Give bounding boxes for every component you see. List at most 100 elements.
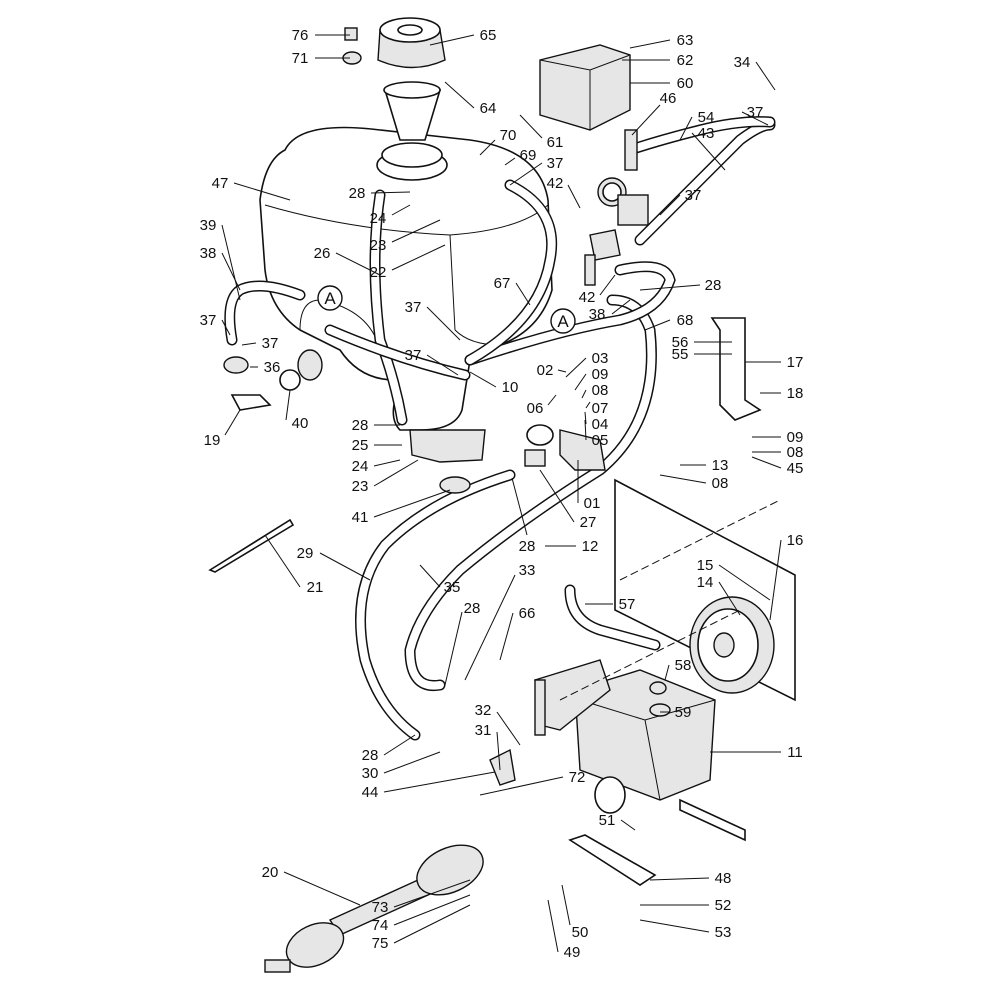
callout-label: 40 bbox=[292, 415, 309, 432]
callout-label: 36 bbox=[264, 359, 281, 376]
leader-line bbox=[373, 459, 401, 467]
callout-37: 37 bbox=[659, 187, 701, 216]
callout-28: 28 bbox=[352, 417, 400, 434]
callout-65: 65 bbox=[429, 27, 496, 46]
callout-58: 58 bbox=[664, 657, 691, 681]
callout-19: 19 bbox=[204, 409, 241, 449]
callout-label: 17 bbox=[787, 354, 804, 371]
callout-label: 37 bbox=[262, 335, 279, 352]
callout-label: 11 bbox=[787, 744, 803, 761]
leader-line bbox=[419, 564, 441, 588]
leader-line bbox=[444, 81, 475, 109]
callout-52: 52 bbox=[640, 897, 731, 914]
callout-label: 67 bbox=[494, 275, 511, 292]
callout-label: 44 bbox=[362, 784, 379, 801]
leader-line bbox=[567, 184, 581, 209]
callout-11: 11 bbox=[710, 744, 803, 761]
callout-24: 24 bbox=[370, 204, 411, 227]
leader-line bbox=[391, 219, 441, 243]
marker-circle bbox=[317, 285, 343, 311]
leader-line bbox=[224, 409, 241, 436]
callout-27: 27 bbox=[539, 469, 596, 531]
leader-line bbox=[221, 224, 241, 301]
callout-label: 37 bbox=[747, 104, 764, 121]
callout-label: 35 bbox=[444, 579, 461, 596]
leader-line bbox=[631, 104, 661, 136]
connection-markers: AA bbox=[317, 285, 576, 334]
callout-label: 53 bbox=[715, 924, 732, 941]
callout-08: 08 bbox=[659, 474, 728, 492]
callout-74: 74 bbox=[372, 894, 471, 934]
marker-label: A bbox=[324, 289, 336, 308]
leader-line bbox=[285, 389, 291, 421]
leader-line bbox=[391, 244, 446, 271]
leader-line bbox=[574, 373, 587, 391]
callout-label: 20 bbox=[262, 864, 279, 881]
leader-line bbox=[659, 474, 707, 484]
leader-line bbox=[751, 456, 782, 469]
leader-line bbox=[469, 371, 497, 388]
callout-17: 17 bbox=[745, 354, 803, 371]
callout-18: 18 bbox=[760, 385, 803, 402]
callout-label: 08 bbox=[592, 382, 609, 399]
electric-valve bbox=[524, 424, 606, 471]
leader-line bbox=[426, 306, 461, 341]
callout-20: 20 bbox=[262, 864, 361, 906]
leader-line bbox=[741, 111, 769, 126]
leader-line bbox=[429, 34, 475, 46]
callout-37: 37 bbox=[405, 299, 461, 341]
callout-28: 28 bbox=[511, 477, 535, 555]
leader-line bbox=[393, 894, 471, 926]
callout-73: 73 bbox=[372, 879, 471, 916]
callout-label: 14 bbox=[697, 574, 714, 591]
leader-line bbox=[639, 919, 710, 933]
connection-marker: A bbox=[550, 308, 576, 334]
callout-label: 69 bbox=[520, 147, 537, 164]
callout-label: 64 bbox=[480, 100, 497, 117]
callout-label: 28 bbox=[362, 747, 379, 764]
leader-line bbox=[319, 552, 371, 581]
leader-line bbox=[509, 162, 543, 186]
callout-label: 48 bbox=[715, 870, 732, 887]
callout-33: 33 bbox=[464, 562, 535, 681]
leader-line bbox=[426, 354, 459, 376]
callout-37: 37 bbox=[405, 347, 459, 376]
callout-51: 51 bbox=[599, 812, 636, 831]
callout-71: 71 bbox=[292, 50, 350, 67]
bracket-cover bbox=[539, 44, 631, 131]
leader-line bbox=[383, 751, 441, 774]
pto-shaft bbox=[264, 844, 484, 973]
pump bbox=[534, 659, 716, 814]
callout-23: 23 bbox=[370, 219, 441, 254]
callout-28: 28 bbox=[349, 185, 411, 202]
leader-line bbox=[539, 469, 575, 523]
callout-25: 25 bbox=[352, 437, 402, 454]
callout-label: 37 bbox=[405, 347, 422, 364]
callout-60: 60 bbox=[630, 75, 693, 92]
callout-24: 24 bbox=[352, 458, 401, 475]
callout-37: 37 bbox=[741, 104, 769, 126]
callout-label: 38 bbox=[589, 306, 606, 323]
leader-line bbox=[221, 252, 241, 291]
parts-drawing bbox=[208, 17, 796, 973]
callout-12: 12 bbox=[545, 538, 598, 555]
callout-label: 34 bbox=[734, 54, 751, 71]
callout-22: 22 bbox=[370, 244, 446, 281]
callout-28: 28 bbox=[444, 600, 480, 686]
callout-label: 01 bbox=[584, 495, 601, 512]
leader-line bbox=[599, 274, 616, 296]
callout-label: 10 bbox=[502, 379, 519, 396]
callout-48: 48 bbox=[649, 870, 732, 887]
leader-line bbox=[393, 879, 471, 908]
callout-label: 25 bbox=[352, 437, 369, 454]
cable-tie bbox=[208, 518, 295, 573]
callout-label: 28 bbox=[352, 417, 369, 434]
callout-23: 23 bbox=[352, 459, 419, 495]
leader-line bbox=[391, 204, 411, 216]
leader-line bbox=[584, 419, 587, 441]
callout-label: 24 bbox=[352, 458, 369, 475]
leader-line bbox=[664, 664, 670, 681]
